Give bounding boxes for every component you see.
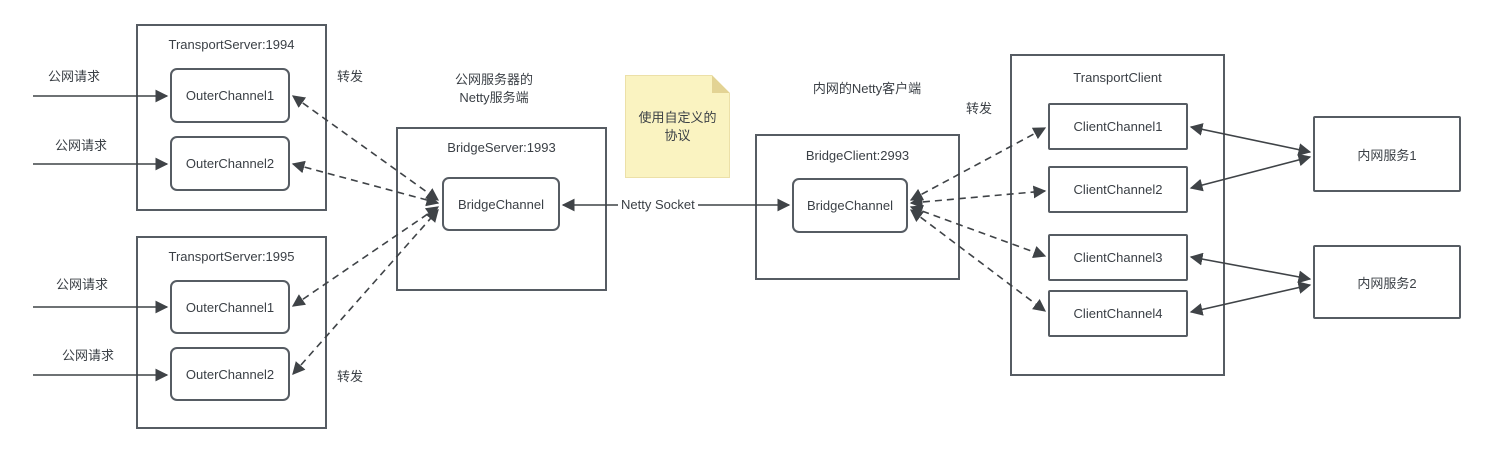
netty-socket-label: Netty Socket: [618, 197, 698, 212]
forward-label-top-left: 转发: [337, 69, 364, 84]
public-request-label-4: 公网请求: [62, 348, 115, 363]
forward-label-bottom-left: 转发: [337, 369, 364, 384]
public-request-label-3: 公网请求: [56, 277, 109, 292]
transport-server-1994-title: TransportServer:1994: [168, 37, 295, 52]
bridge-channel-server: BridgeChannel: [442, 177, 560, 231]
bridge-channel-client: BridgeChannel: [792, 178, 908, 233]
client-caption: 内网的Netty客户端: [812, 81, 922, 96]
note-text-line1: 使用自定义的: [638, 110, 717, 125]
public-request-label-2: 公网请求: [55, 138, 108, 153]
server-caption-line2: Netty服务端: [459, 90, 529, 105]
bridge-client-title: BridgeClient:2993: [805, 148, 910, 163]
transport-server-1995-title: TransportServer:1995: [168, 249, 295, 264]
intranet-service-1: 内网服务1: [1313, 116, 1461, 192]
forward-label-right: 转发: [966, 101, 993, 116]
outer-channel-2-1994: OuterChannel2: [170, 136, 290, 191]
client-channel-4: ClientChannel4: [1048, 290, 1188, 337]
outer-channel-1-1994: OuterChannel1: [170, 68, 290, 123]
server-caption: 公网服务器的 Netty服务端: [429, 71, 559, 107]
sticky-note: 使用自定义的 协议: [625, 75, 730, 178]
client-channel-2: ClientChannel2: [1048, 166, 1188, 213]
public-request-label-1: 公网请求: [48, 69, 101, 84]
outer-channel-1-1995: OuterChannel1: [170, 280, 290, 334]
note-text-line2: 协议: [664, 128, 691, 143]
server-caption-line1: 公网服务器的: [454, 72, 533, 87]
outer-channel-2-1995: OuterChannel2: [170, 347, 290, 401]
client-channel-3: ClientChannel3: [1048, 234, 1188, 281]
bridge-server-title: BridgeServer:1993: [447, 140, 556, 155]
transport-client-title: TransportClient: [1073, 70, 1162, 85]
intranet-service-2: 内网服务2: [1313, 245, 1461, 319]
client-channel-1: ClientChannel1: [1048, 103, 1188, 150]
note-fold-icon: [712, 75, 730, 93]
